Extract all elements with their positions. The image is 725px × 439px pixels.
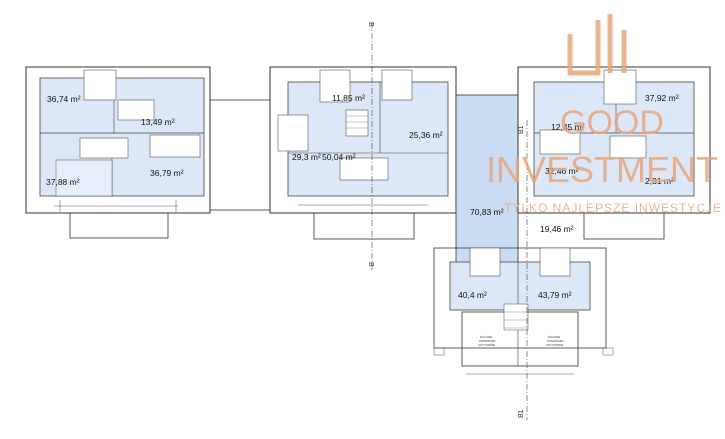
gii-logo-icon [567,14,627,76]
stamp-left-line1: ŚALONE [480,334,492,339]
room-area-s-left: 40,4 m² [458,290,487,300]
axis-label-b-top: B [367,22,374,27]
south-wing [433,247,614,375]
axis-label-b1-bottom: B1 [518,409,525,418]
axis-label-b-bottom: B [367,262,374,267]
room-area-e-tr: 37,92 m² [645,93,679,103]
room-area-w-tl: 36,74 m² [47,94,81,104]
watermark-tagline: TYLKO NAJLEPSZE INWESTYCJE [504,201,722,215]
room-area-w-br: 36,79 m² [150,168,184,178]
room-area-s-right: 43,79 m² [538,290,572,300]
room-area-c-right: 25,36 m² [409,130,443,140]
room-area-c-left: 29,3 m² [292,152,321,162]
staircase-icon [503,303,529,331]
stamp-right-line1: ŚALONE [548,334,560,339]
room-area-c-top: 11,85 m² [332,93,365,103]
watermark-word2: INVESTMENT [486,149,718,190]
room-area-e-br: 2,31 m² [645,176,674,186]
staircase-icon [345,109,369,137]
room-area-w-bl: 37,88 m² [46,177,80,187]
stamp-right-line2: PODDASZE [547,339,564,343]
west-wing [25,66,211,239]
axis-label-b1-top: B1 [518,125,525,134]
stamp-left-line3: UŻYTKOWE [478,342,495,347]
watermark-word1: GOOD [560,104,664,142]
watermark: GOOD INVESTMENT TYLKO NAJLEPSZE INWESTYC… [486,14,722,215]
west-connector [209,99,271,211]
room-area-e-mid: 12,45 m² [551,122,585,132]
room-area-link: 70,83 m² [470,207,504,217]
stamp-right-line3: UŻYTKOWE [546,342,563,347]
room-area-e-main: 32,46 m² [545,166,579,176]
center-wing [269,66,457,240]
stamp-left-line2: PODDASZE [479,339,496,343]
room-area-c-main: 50,04 m² [322,152,356,162]
room-area-s-right-top: 19,46 m² [540,224,574,234]
room-area-w-tr: 13,49 m² [141,117,175,127]
east-wing [517,66,711,240]
